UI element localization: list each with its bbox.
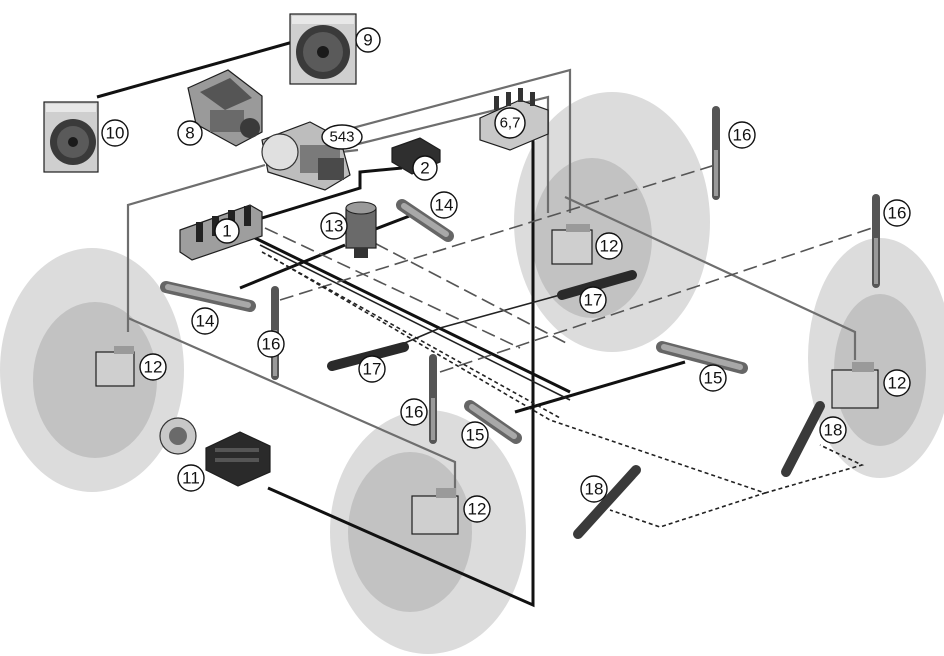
label-12-far-right: 12 (883, 369, 911, 397)
label-12-front-left: 12 (139, 353, 167, 381)
dark-thin-lines (259, 244, 571, 401)
cylinder-18-left (573, 465, 641, 539)
svg-text:18: 18 (585, 480, 604, 499)
svg-text:16: 16 (262, 335, 281, 354)
label-13: 13 (320, 212, 348, 240)
cooler-9 (289, 13, 357, 85)
dash-lines (264, 164, 873, 373)
svg-text:13: 13 (325, 217, 344, 236)
svg-text:16: 16 (888, 204, 907, 223)
cylinder-17-rear (557, 270, 637, 300)
svg-text:1: 1 (222, 222, 231, 241)
motor-11 (159, 417, 271, 487)
label-16-center: 16 (257, 330, 285, 358)
svg-text:14: 14 (435, 196, 454, 215)
cylinder-14-upper (396, 199, 454, 242)
svg-text:17: 17 (363, 360, 382, 379)
label-15-left: 15 (461, 421, 489, 449)
label-5-4-3: 543 (321, 124, 363, 150)
cooler-10 (43, 101, 99, 173)
label-14-lower: 14 (191, 307, 219, 335)
grey-lines (126, 68, 857, 505)
dotted-lines (261, 251, 865, 528)
engine-8 (187, 69, 263, 147)
label-1: 1 (214, 218, 240, 244)
black-lines (96, 38, 686, 608)
wheel-motor-12-front-right (411, 488, 459, 535)
label-14-upper: 14 (430, 191, 458, 219)
svg-text:12: 12 (600, 237, 619, 256)
label-8: 8 (177, 120, 203, 146)
label-12-rear: 12 (595, 232, 623, 260)
label-9: 9 (355, 27, 381, 53)
cylinder-14-lower (160, 281, 256, 312)
label-10: 10 (101, 119, 129, 147)
label-18-left: 18 (580, 475, 608, 503)
svg-text:8: 8 (185, 124, 194, 143)
label-6-7: 6,7 (494, 107, 526, 139)
svg-text:10: 10 (106, 124, 125, 143)
steering-unit-13 (345, 201, 377, 258)
svg-text:18: 18 (824, 421, 843, 440)
label-2: 2 (412, 155, 438, 181)
label-16-far-right: 16 (883, 199, 911, 227)
label-17-rear: 17 (579, 286, 607, 314)
cylinder-18-right (781, 401, 825, 477)
svg-text:9: 9 (363, 31, 372, 50)
label-11: 11 (177, 464, 205, 492)
svg-text:12: 12 (468, 500, 487, 519)
svg-text:12: 12 (888, 374, 907, 393)
svg-text:16: 16 (405, 403, 424, 422)
svg-text:11: 11 (182, 469, 200, 488)
svg-text:15: 15 (704, 369, 723, 388)
wheel-motor-12-front-left (95, 346, 135, 387)
wheel-motor-12-far-right (831, 362, 879, 409)
label-17-front: 17 (358, 355, 386, 383)
svg-text:16: 16 (733, 126, 752, 145)
label-16-rear: 16 (728, 121, 756, 149)
label-18-right: 18 (819, 416, 847, 444)
wheel-motor-12-rear (551, 224, 593, 265)
label-12-front-right: 12 (463, 495, 491, 523)
svg-text:14: 14 (196, 312, 215, 331)
svg-text:17: 17 (584, 291, 603, 310)
cylinder-15-left (464, 400, 522, 444)
wheel-front-left (0, 248, 184, 492)
svg-text:6,7: 6,7 (500, 115, 521, 132)
cylinder-15-right (656, 341, 748, 374)
svg-text:12: 12 (144, 358, 163, 377)
label-16-front: 16 (400, 398, 428, 426)
label-15-right: 15 (699, 364, 727, 392)
svg-text:2: 2 (420, 159, 429, 178)
svg-text:543: 543 (329, 129, 354, 146)
svg-text:15: 15 (466, 426, 485, 445)
